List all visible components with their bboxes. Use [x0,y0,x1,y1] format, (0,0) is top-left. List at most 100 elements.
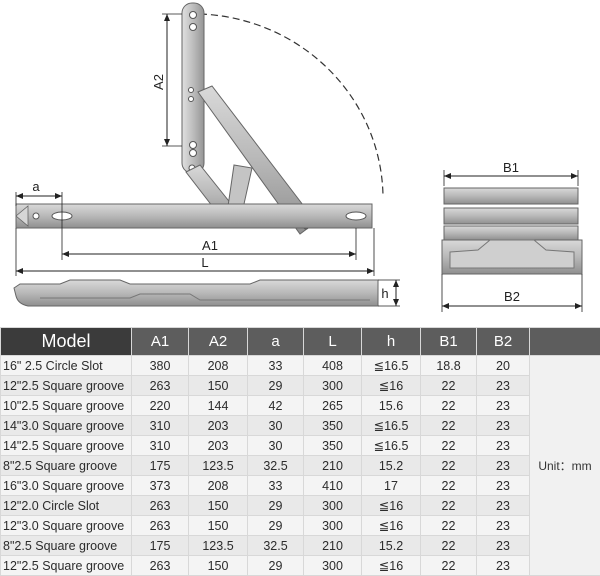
table-cell: ≦16.5 [362,356,421,376]
table-cell: 33 [248,356,304,376]
table-cell: 380 [132,356,189,376]
dim-label-a1: A1 [202,238,218,253]
table-cell: 265 [304,396,362,416]
table-cell: 12"3.0 Square groove [1,516,132,536]
table-cell: 15.2 [362,536,421,556]
col-header-l: L [304,328,362,356]
col-header-unit-blank [530,328,600,356]
col-header-a: a [248,328,304,356]
section-plate-2 [444,208,578,224]
col-header-a1: A1 [132,328,189,356]
table-cell: 23 [477,476,530,496]
hinge-technical-drawing: A2 a A1 L h B1 B2 [0,0,600,326]
col-header-b2: B2 [477,328,530,356]
section-plate-1 [444,188,578,204]
section-plate-3 [444,226,578,240]
table-cell: 23 [477,536,530,556]
table-cell: 373 [132,476,189,496]
table-cell: 23 [477,396,530,416]
table-cell: 203 [189,436,248,456]
table-cell: 14"3.0 Square groove [1,416,132,436]
table-cell: 220 [132,396,189,416]
table-cell: ≦16 [362,496,421,516]
table-cell: ≦16 [362,376,421,396]
table-cell: 23 [477,456,530,476]
table-cell: 29 [248,496,304,516]
table-cell: 20 [477,356,530,376]
table-cell: 300 [304,376,362,396]
dim-label-b1: B1 [503,160,519,175]
swing-arc [200,14,383,196]
table-cell: 123.5 [189,456,248,476]
table-cell: 22 [421,516,477,536]
table-cell: 23 [477,496,530,516]
table-cell: 150 [189,516,248,536]
col-header-a2: A2 [189,328,248,356]
table-cell: 32.5 [248,536,304,556]
table-cell: ≦16.5 [362,436,421,456]
table-cell: 350 [304,436,362,456]
col-header-model: Model [1,328,132,356]
table-cell: 18.8 [421,356,477,376]
table-cell: 23 [477,416,530,436]
col-header-b1: B1 [421,328,477,356]
table-cell: 30 [248,436,304,456]
table-cell: 22 [421,456,477,476]
table-cell: 150 [189,496,248,516]
table-cell: 22 [421,376,477,396]
table-cell: 12"2.0 Circle Slot [1,496,132,516]
table-cell: 300 [304,516,362,536]
table-cell: 123.5 [189,536,248,556]
table-cell: 144 [189,396,248,416]
table-cell: ≦16 [362,516,421,536]
dim-label-l: L [201,255,208,270]
table-cell: 300 [304,496,362,516]
table-cell: 310 [132,436,189,456]
table-cell: 8"2.5 Square groove [1,456,132,476]
table-cell: 22 [421,416,477,436]
table-cell: 22 [421,396,477,416]
table-cell: 263 [132,376,189,396]
table-cell: 15.2 [362,456,421,476]
table-cell: 29 [248,516,304,536]
table-cell: 208 [189,356,248,376]
table-cell: 16"3.0 Square groove [1,476,132,496]
table-cell: 32.5 [248,456,304,476]
table-cell: 8"2.5 Square groove [1,536,132,556]
table-cell: 10"2.5 Square groove [1,396,132,416]
table-cell: ≦16.5 [362,416,421,436]
table-cell: 33 [248,476,304,496]
unit-label: Unit：mm [530,356,600,576]
table-cell: 23 [477,376,530,396]
table-cell: 14"2.5 Square groove [1,436,132,456]
table-cell: 175 [132,536,189,556]
table-cell: 150 [189,376,248,396]
table-cell: 408 [304,356,362,376]
table-cell: 208 [189,476,248,496]
table-cell: 22 [421,436,477,456]
table-cell: 29 [248,376,304,396]
side-profile [14,280,378,306]
table-cell: 310 [132,416,189,436]
table-cell: 23 [477,436,530,456]
table-cell: 210 [304,456,362,476]
table-cell: 42 [248,396,304,416]
table-cell: 16" 2.5 Circle Slot [1,356,132,376]
table-cell: 30 [248,416,304,436]
table-cell: 23 [477,516,530,536]
dim-label-h: h [381,286,388,301]
table-cell: 175 [132,456,189,476]
table-cell: 15.6 [362,396,421,416]
table-cell: 12"2.5 Square groove [1,376,132,396]
